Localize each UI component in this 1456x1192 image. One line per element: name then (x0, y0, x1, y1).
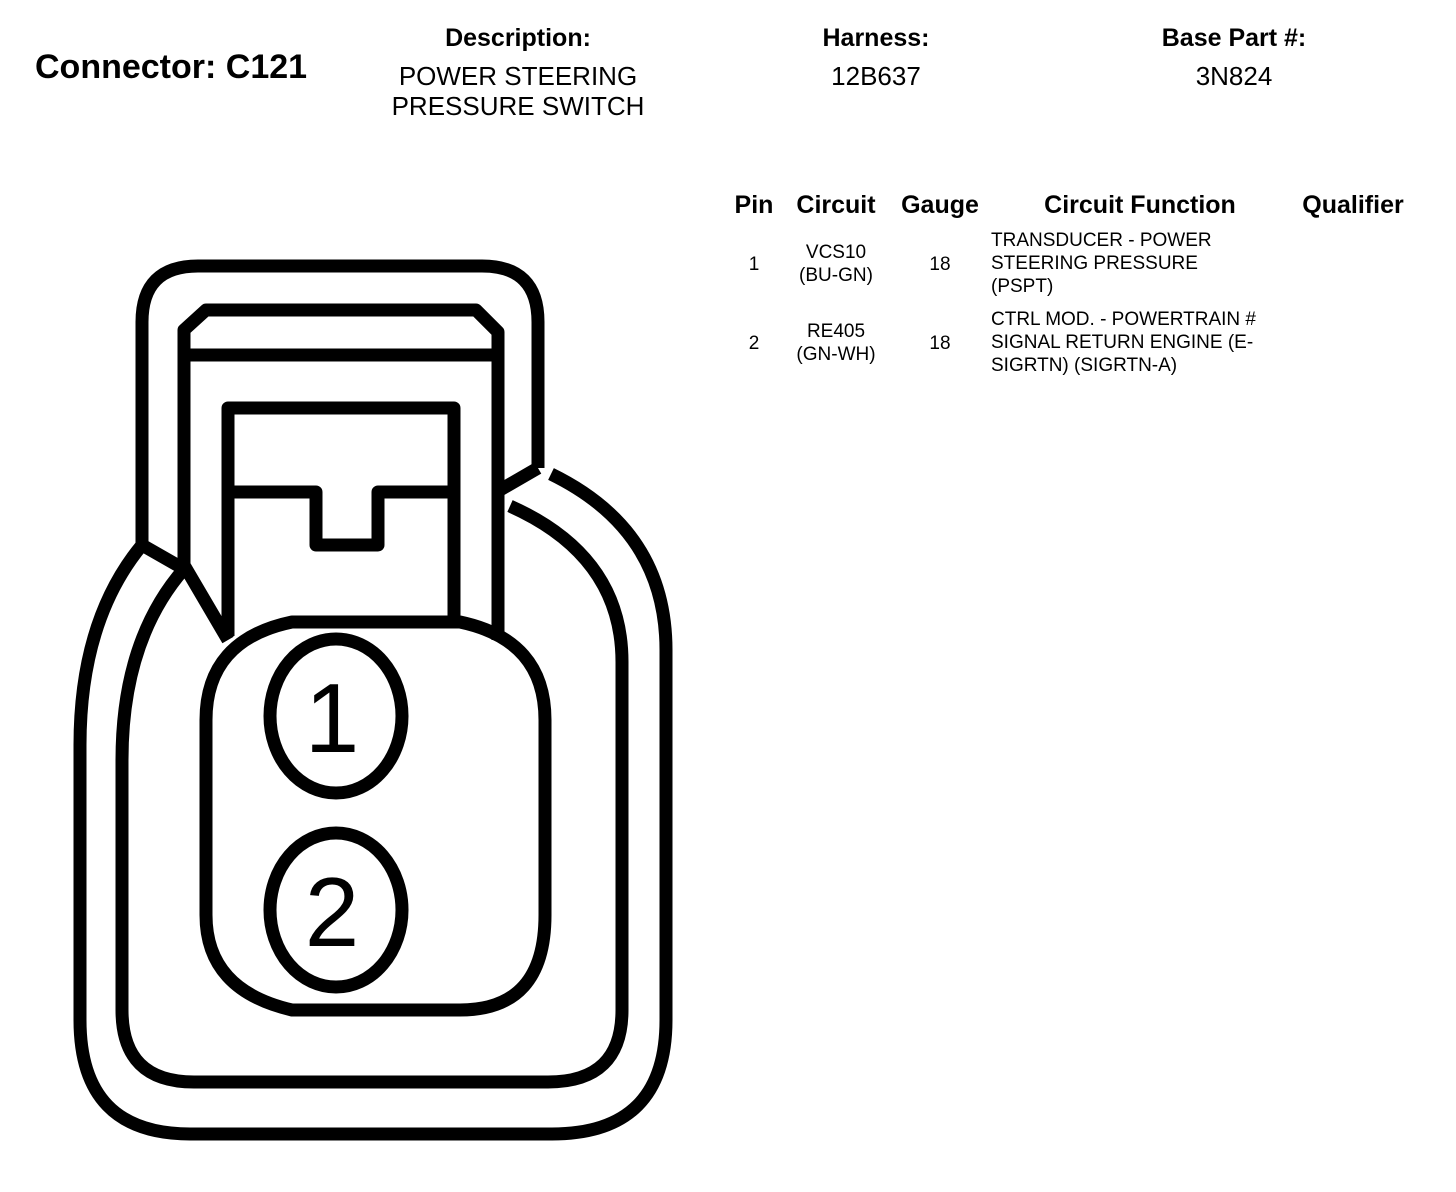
row-2-circuit-line-2: (GN-WH) (796, 344, 876, 365)
description-line-1: POWER STEERING (398, 61, 638, 91)
row-1-pin: 1 (748, 254, 760, 275)
connector-title: Connector: C121 (35, 48, 308, 86)
latch-window (221, 401, 461, 636)
row-2-function-line-1: CTRL MOD. - POWERTRAIN # (991, 309, 1256, 330)
row-1-circuit-line-2: (BU-GN) (799, 265, 873, 286)
row-2-circuit: RE405 (GN-WH) (776, 320, 896, 366)
row-1-circuit-function: TRANSDUCER - POWER STEERING PRESSURE (PS… (991, 229, 1291, 298)
description-label: Description: (445, 24, 591, 52)
column-header-qualifier: Qualifier (1302, 191, 1404, 219)
row-2-circuit-function: CTRL MOD. - POWERTRAIN # SIGNAL RETURN E… (991, 308, 1291, 377)
base-part-label: Base Part #: (1161, 24, 1307, 52)
description-line-2: PRESSURE SWITCH (391, 91, 645, 121)
row-1-function-line-2: STEERING PRESSURE (991, 253, 1198, 274)
column-header-circuit: Circuit (796, 191, 876, 219)
connector-shoulder-left (138, 539, 188, 575)
description-value: POWER STEERING PRESSURE SWITCH (368, 61, 668, 121)
pin-1-cavity (263, 632, 409, 800)
row-2-function-line-2: SIGNAL RETURN ENGINE (E- (991, 332, 1254, 353)
row-1-function-line-3: (PSPT) (991, 276, 1054, 297)
row-1-function-line-1: TRANSDUCER - POWER (991, 230, 1212, 251)
column-header-pin: Pin (734, 191, 774, 219)
column-header-circuit-function: Circuit Function (1044, 191, 1236, 219)
pin-2-label: 2 (305, 857, 360, 967)
row-2-pin: 2 (748, 333, 760, 354)
row-1-circuit: VCS10 (BU-GN) (776, 241, 896, 287)
pin-2-cavity (263, 826, 409, 994)
connector-inner-shell (115, 500, 629, 1089)
latch-key (228, 485, 454, 552)
row-1-gauge: 18 (929, 254, 951, 275)
harness-value: 12B637 (831, 61, 921, 91)
connector-shoulder-right (496, 462, 542, 496)
row-2-gauge: 18 (929, 333, 951, 354)
harness-label: Harness: (822, 24, 930, 52)
connector-outer-shell (73, 259, 673, 1141)
row-2-function-line-3: SIGRTN) (SIGRTN-A) (991, 355, 1178, 376)
pin-1-label: 1 (305, 663, 360, 773)
row-2-circuit-line-1: RE405 (806, 321, 866, 342)
latch-frame (177, 303, 505, 644)
terminal-cavity-body (199, 615, 552, 1017)
base-part-value: 3N824 (1195, 61, 1273, 91)
column-header-gauge: Gauge (901, 191, 979, 219)
row-1-circuit-line-1: VCS10 (805, 242, 867, 263)
